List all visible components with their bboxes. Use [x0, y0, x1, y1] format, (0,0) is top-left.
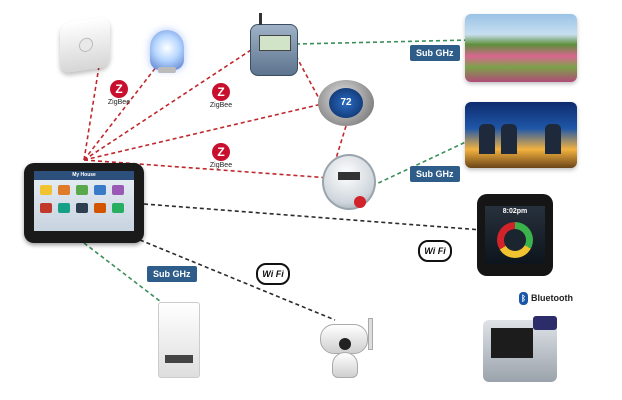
camera-head [320, 324, 368, 354]
home-hub-tablet: My House [24, 163, 144, 243]
ip-camera [316, 318, 376, 378]
controller-antenna [259, 13, 262, 25]
link-irrigation-controller-thermostat [295, 55, 323, 105]
link-hub-electric-meter [83, 159, 331, 179]
phone-time: 8:02pm [502, 208, 528, 215]
hub-app-icon [58, 203, 70, 213]
camera-antenna [368, 318, 373, 350]
phone-screen: 8:02pm [485, 206, 545, 264]
sub-ghz-badge: Sub GHz [410, 45, 460, 61]
smart-lamp [150, 30, 184, 70]
hub-screen: My House [34, 171, 134, 231]
weather-sensor [158, 302, 200, 378]
hub-app-icon [40, 185, 52, 195]
camera-lens [339, 338, 351, 350]
hub-app-icon [76, 185, 88, 195]
zigbee-label: Z ZigBee [107, 80, 131, 106]
cooling-tower [479, 124, 495, 154]
zigbee-label: Z ZigBee [209, 143, 233, 169]
blood-pressure-monitor [483, 316, 557, 382]
hub-app-icon [94, 203, 106, 213]
garden-sprinkler-photo [465, 14, 577, 82]
irrigation-controller [250, 13, 298, 76]
meter-dial [338, 172, 360, 180]
thermostat: 72 [318, 80, 374, 126]
smart-lamp-base [158, 67, 176, 73]
thermostat-reading: 72 [329, 88, 363, 118]
power-plant-photo [465, 102, 577, 168]
zigbee-icon: Z [212, 83, 230, 101]
link-irrigation-controller-garden-photo [295, 39, 471, 45]
camera-base [332, 352, 358, 378]
hub-app-icon [112, 203, 124, 213]
sensor-lens [79, 36, 93, 53]
electric-meter [322, 154, 376, 210]
zigbee-icon: Z [212, 143, 230, 161]
wifi-badge: Wi Fi [418, 240, 452, 262]
controller-display [259, 35, 291, 51]
bp-screen [491, 328, 533, 358]
bluetooth-icon: ᛒ [519, 292, 528, 305]
hub-app-icon [58, 185, 70, 195]
hub-title: My House [34, 171, 134, 180]
hub-app-icon [112, 185, 124, 195]
sub-ghz-badge: Sub GHz [410, 166, 460, 182]
link-hub-weather-sensor [83, 242, 166, 306]
hub-app-icon [76, 203, 88, 213]
zigbee-label: Z ZigBee [209, 83, 233, 109]
hub-app-icon [40, 203, 52, 213]
link-hub-sensor-cube [83, 59, 101, 161]
smartphone: 8:02pm [477, 194, 553, 276]
link-hub-thermostat [83, 103, 323, 161]
wifi-badge: Wi Fi [256, 263, 290, 285]
phone-gauge [497, 222, 533, 258]
link-hub-irrigation-controller [83, 47, 255, 161]
weather-sensor-label [165, 355, 193, 363]
hub-app-icon [94, 185, 106, 195]
motion-sensor-cube [60, 16, 110, 74]
link-hub-smartphone [143, 203, 483, 231]
link-hub-ip-camera [139, 239, 336, 321]
zigbee-icon: Z [110, 80, 128, 98]
sub-ghz-badge: Sub GHz [147, 266, 197, 282]
meter-indicator [354, 196, 366, 208]
bp-cuff [533, 316, 557, 330]
cooling-tower [501, 124, 517, 154]
cooling-tower [545, 124, 561, 154]
